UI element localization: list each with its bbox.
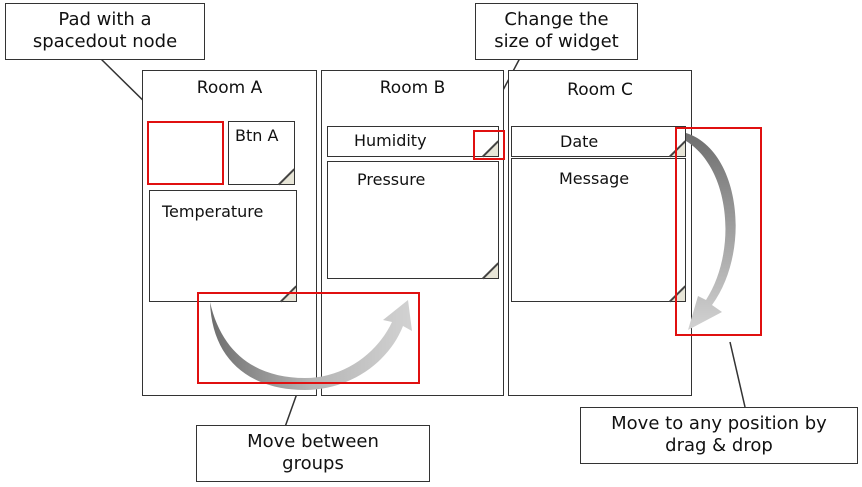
- resize-handle-icon[interactable]: [482, 262, 498, 278]
- widget-label: Temperature: [162, 202, 264, 221]
- widget-humidity[interactable]: Humidity: [327, 126, 499, 157]
- widget-label: Humidity: [354, 131, 427, 150]
- callout-pad-spacer: Pad with a spacedout node: [5, 3, 205, 60]
- widget-pressure[interactable]: Pressure: [327, 161, 499, 279]
- widget-label: Pressure: [357, 170, 426, 189]
- widget-label: Message: [559, 169, 630, 188]
- move-between-groups-highlight: [197, 292, 420, 384]
- callout-line: spacedout node: [32, 31, 178, 52]
- callout-line: Move to any position by: [611, 413, 827, 434]
- resize-handle-icon[interactable]: [669, 140, 685, 156]
- spacer-node-highlight: [147, 121, 224, 185]
- resize-handle-highlight: [473, 130, 505, 160]
- resize-handle-icon[interactable]: [482, 140, 498, 156]
- callout-resize-widget: Change the size of widget: [475, 3, 638, 60]
- group-title: Room C: [567, 80, 633, 100]
- callout-line: Change the: [504, 9, 609, 30]
- resize-handle-icon[interactable]: [669, 285, 685, 301]
- group-title: Room A: [196, 78, 263, 98]
- drag-drop-arrow: [686, 133, 736, 330]
- resize-handle-icon[interactable]: [278, 168, 294, 184]
- move-between-groups-arrow: [210, 300, 412, 390]
- callout-drag-drop: Move to any position by drag & drop: [580, 407, 858, 464]
- widget-temperature[interactable]: Temperature: [149, 190, 297, 302]
- callout-line: Pad with a: [58, 9, 152, 30]
- group-title: Room B: [379, 78, 446, 98]
- widget-label: Date: [560, 132, 599, 151]
- callout-move-between-groups: Move between groups: [196, 425, 430, 482]
- callout-line: groups: [282, 453, 344, 474]
- callout-line: Move between: [247, 431, 379, 452]
- drag-drop-highlight: [675, 127, 762, 336]
- widget-message[interactable]: Message: [511, 158, 686, 302]
- callout-line: size of widget: [494, 31, 619, 52]
- callout-line: drag & drop: [665, 435, 773, 456]
- widget-btn-a[interactable]: Btn A: [228, 121, 295, 185]
- widget-label: Btn A: [235, 126, 279, 145]
- widget-date[interactable]: Date: [511, 126, 686, 157]
- drag-drop-callout-pointer: [729, 341, 746, 408]
